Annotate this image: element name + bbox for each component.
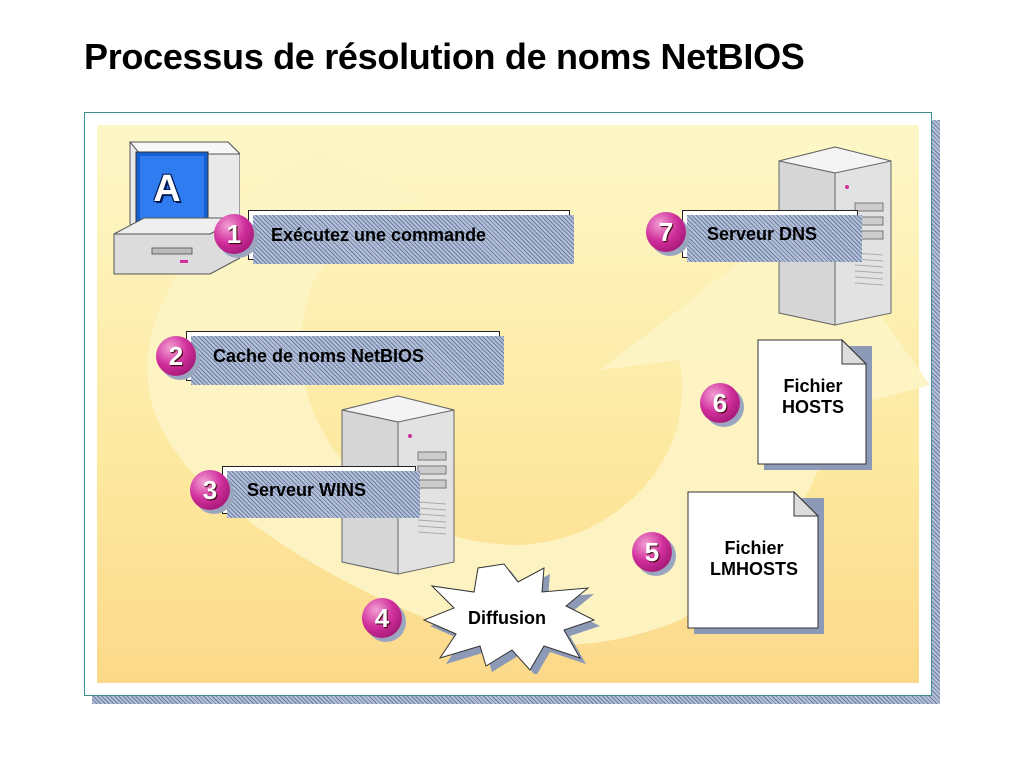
step-3-box: Serveur WINS: [222, 466, 420, 518]
hosts-file-icon: [757, 338, 872, 470]
step-1-box: Exécutez une commande: [248, 210, 574, 264]
broadcast-burst-icon: [422, 563, 600, 674]
step-6-label-line1: Fichier: [783, 376, 843, 396]
step-5-label: Fichier LMHOSTS: [690, 538, 818, 580]
step-5-label-line1: Fichier: [724, 538, 784, 558]
step-6-badge: 6: [700, 383, 740, 423]
step-7-badge: 7: [646, 212, 686, 252]
slide-title: Processus de résolution de noms NetBIOS: [84, 36, 805, 77]
step-7-label: Serveur DNS: [707, 223, 818, 244]
step-6-label-line2: HOSTS: [781, 397, 844, 417]
step-2-badge: 2: [156, 336, 196, 376]
computer-letter: A: [153, 168, 181, 210]
step-7-box: Serveur DNS: [682, 210, 862, 262]
step-2-label: Cache de noms NetBIOS: [213, 345, 425, 366]
step-1-badge: 1: [214, 214, 254, 254]
lmhosts-file-icon: [687, 490, 824, 634]
step-4-label: Diffusion: [468, 608, 546, 628]
step-5-badge: 5: [632, 532, 672, 572]
step-2-box: Cache de noms NetBIOS: [186, 331, 504, 385]
step-4-badge: 4: [362, 598, 402, 638]
step-1-label: Exécutez une commande: [271, 224, 487, 245]
step-5-label-line2: LMHOSTS: [710, 559, 798, 579]
step-3-label: Serveur WINS: [247, 479, 367, 500]
step-3-badge: 3: [190, 470, 230, 510]
computer-icon: [113, 141, 240, 275]
step-6-label: Fichier HOSTS: [760, 376, 866, 418]
